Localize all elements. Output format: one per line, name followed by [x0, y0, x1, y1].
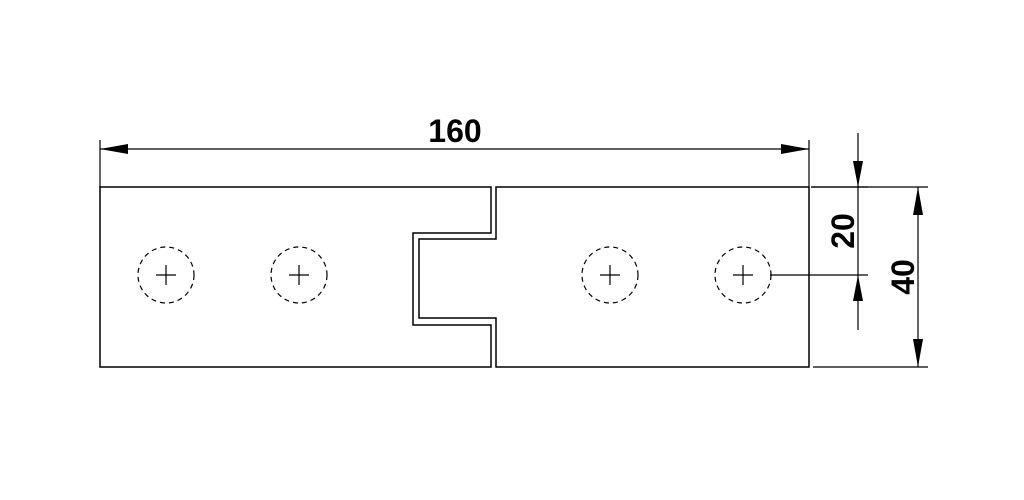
arrowhead-left	[100, 144, 128, 154]
dimension-overall-length: 160	[99, 113, 810, 187]
left-hinge-leaf	[99, 186, 492, 368]
dimension-vertical-offset: 20	[770, 133, 868, 330]
dimension-overall-height: 40	[811, 186, 928, 368]
dimension-label-40: 40	[885, 259, 921, 295]
mounting-hole-2	[270, 246, 328, 304]
arrowhead-right	[781, 144, 809, 154]
mounting-hole-4	[714, 246, 772, 304]
dimension-label-160: 160	[428, 113, 481, 149]
arrowhead-up	[853, 275, 863, 301]
mounting-hole-3	[581, 246, 639, 304]
mounting-hole-1	[137, 246, 195, 304]
right-hinge-leaf	[418, 186, 810, 368]
arrowhead-bottom	[913, 339, 923, 367]
arrowhead-top	[913, 187, 923, 215]
arrowhead-down	[853, 161, 863, 187]
dimension-label-20: 20	[825, 213, 861, 249]
